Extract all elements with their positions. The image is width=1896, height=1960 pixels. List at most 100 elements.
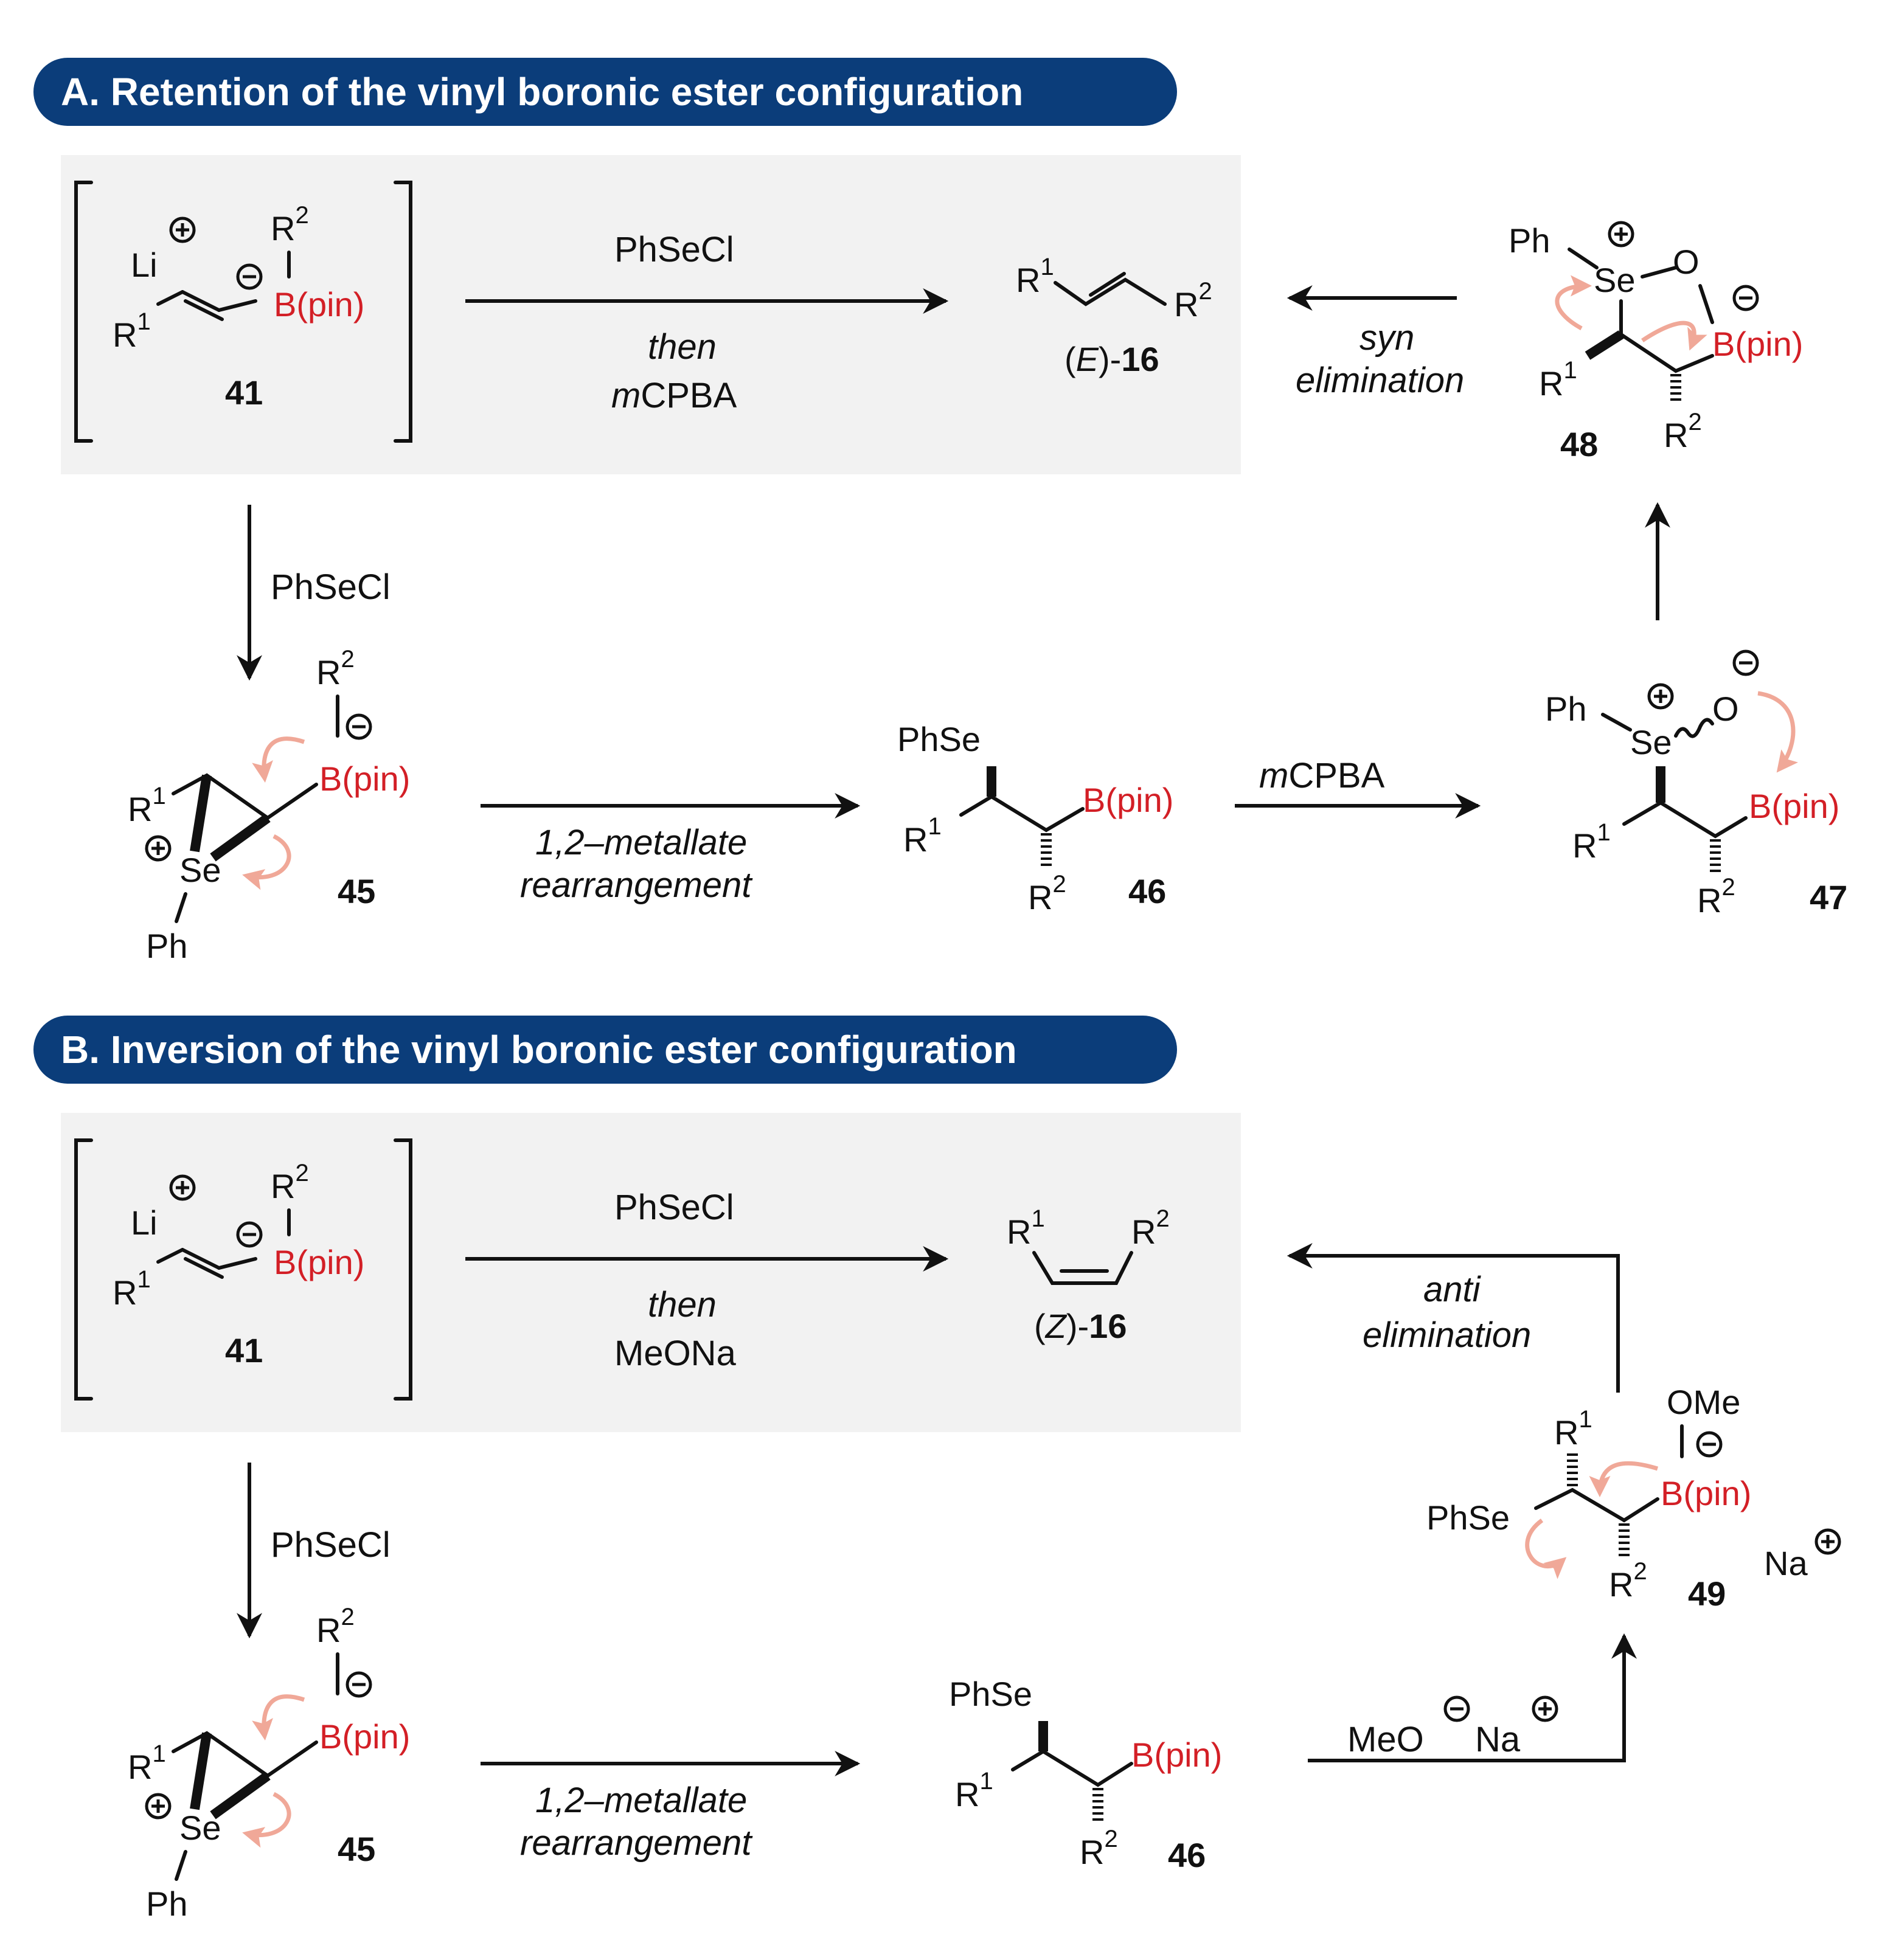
plus-charge-icon <box>1816 1530 1839 1553</box>
compound-number-45: 45 <box>338 872 375 910</box>
reaction-arrow-b-top: PhSeCl then MeONa <box>465 1188 949 1373</box>
condition-meona: MeONa <box>614 1334 737 1373</box>
compound-41-a: Li R1 R2 B(pin) 41 <box>74 181 412 443</box>
reaction-arrow-anti-elimination: anti elimination <box>1287 1243 1620 1393</box>
se-label: Se <box>1630 723 1672 761</box>
se-label: Se <box>179 1809 221 1847</box>
bpin-label: B(pin) <box>274 285 364 324</box>
r1-label: R1 <box>128 1740 166 1786</box>
compound-label-e16: (E)-16 <box>1064 340 1159 378</box>
compound-number-46: 46 <box>1128 872 1166 910</box>
r2-label: R2 <box>1174 278 1212 324</box>
meo-label: MeO <box>1347 1720 1424 1759</box>
reaction-arrow-a-down: PhSeCl <box>237 505 391 681</box>
compound-45-b: R2 B(pin) R1 Se Ph 45 <box>128 1604 410 1923</box>
ph-label: Ph <box>146 1885 188 1923</box>
condition-mcpba: mCPBA <box>611 376 737 415</box>
condition-phsecl: PhSeCl <box>614 230 734 269</box>
minus-charge-icon <box>1445 1697 1468 1720</box>
compound-number-41: 41 <box>225 373 263 412</box>
condition-elimination: elimination <box>1296 361 1464 400</box>
r1-label: R1 <box>113 308 151 354</box>
minus-charge-icon <box>1734 286 1757 310</box>
condition-phsecl: PhSeCl <box>271 1525 391 1565</box>
condition-elimination: elimination <box>1363 1315 1531 1355</box>
minus-charge-icon <box>347 715 370 738</box>
ph-label: Ph <box>1509 221 1550 260</box>
plus-charge-icon <box>1649 685 1672 708</box>
phse-label: PhSe <box>897 720 981 758</box>
bpin-label: B(pin) <box>319 760 410 798</box>
compound-48: Ph Se O B(pin) R1 R2 48 <box>1509 221 1803 463</box>
se-label: Se <box>179 851 221 889</box>
compound-41-b: Li R1 R2 B(pin) 41 <box>74 1138 412 1401</box>
reaction-arrow-a-metallate: 1,2–metallate rearrangement <box>481 793 861 905</box>
ph-label: Ph <box>146 927 188 965</box>
condition-rearrangement: rearrangement <box>520 865 753 905</box>
r1-label: R1 <box>128 783 166 828</box>
condition-rearrangement: rearrangement <box>520 1823 753 1863</box>
r2-label: R2 <box>316 646 355 691</box>
r1-label: R1 <box>903 813 942 859</box>
section-a: A. Retention of the vinyl boronic ester … <box>33 58 1847 965</box>
r2-label: R2 <box>1131 1205 1170 1251</box>
condition-then: then <box>648 327 717 367</box>
bpin-label: B(pin) <box>319 1717 410 1756</box>
compound-e16: R1 R2 (E)-16 <box>1016 254 1212 378</box>
bpin-label: B(pin) <box>1661 1474 1751 1512</box>
condition-phsecl: PhSeCl <box>271 567 391 607</box>
reaction-arrow-syn-elimination: syn elimination <box>1287 285 1464 400</box>
reaction-arrow-mcpba: mCPBA <box>1235 756 1481 819</box>
curly-arrow <box>1555 275 1592 331</box>
section-a-panel <box>61 155 1241 474</box>
curly-arrow <box>252 1694 305 1740</box>
compound-46-b: PhSe B(pin) R1 R2 46 <box>949 1675 1222 1874</box>
phse-label: PhSe <box>949 1675 1032 1713</box>
section-a-title: A. Retention of the vinyl boronic ester … <box>61 70 1023 114</box>
curly-arrow <box>1757 691 1798 773</box>
reaction-arrow-a-top: PhSeCl then mCPBA <box>465 230 949 415</box>
li-label: Li <box>131 1203 158 1242</box>
bpin-label: B(pin) <box>1083 781 1173 819</box>
r1-label: R1 <box>1539 357 1577 403</box>
curly-arrow <box>242 1792 291 1848</box>
r1-label: R1 <box>1572 819 1611 865</box>
r1-label: R1 <box>955 1768 993 1813</box>
minus-charge-icon <box>1698 1433 1721 1456</box>
r1-label: R1 <box>1007 1205 1045 1251</box>
compound-number-47: 47 <box>1810 878 1847 916</box>
r2-label: R2 <box>271 1160 309 1205</box>
section-a-banner <box>33 58 1177 126</box>
curly-arrow <box>252 736 305 783</box>
curly-arrow <box>1589 1461 1659 1497</box>
ph-label: Ph <box>1545 690 1587 728</box>
reaction-arrow-b-metallate: 1,2–metallate rearrangement <box>481 1751 861 1863</box>
compound-45-a: R2 B(pin) R1 Se Ph 45 <box>128 646 410 965</box>
r2-label: R2 <box>1664 409 1702 454</box>
phse-label: PhSe <box>1426 1498 1510 1537</box>
r2-label: R2 <box>1028 871 1066 916</box>
compound-46-a: PhSe B(pin) R1 R2 46 <box>897 720 1173 916</box>
condition-anti: anti <box>1423 1270 1482 1309</box>
o-label: O <box>1712 690 1739 728</box>
plus-charge-icon <box>1610 223 1633 246</box>
na-label: Na <box>1475 1720 1521 1759</box>
r1-label: R1 <box>113 1266 151 1312</box>
condition-mcpba: mCPBA <box>1259 756 1385 795</box>
r2-label: R2 <box>1609 1558 1647 1604</box>
compound-49: OMe B(pin) R1 PhSe R2 49 Na <box>1426 1383 1839 1613</box>
ome-label: OMe <box>1667 1383 1740 1421</box>
bpin-label: B(pin) <box>1131 1736 1222 1774</box>
r2-label: R2 <box>1080 1826 1118 1871</box>
reaction-arrow-b-down: PhSeCl <box>237 1463 391 1639</box>
compound-47: Ph Se O B(pin) R1 R2 47 <box>1545 651 1847 919</box>
minus-charge-icon <box>347 1673 370 1696</box>
section-b-banner <box>33 1016 1177 1084</box>
r1-label: R1 <box>1016 254 1054 299</box>
curly-arrow <box>242 834 291 890</box>
condition-phsecl: PhSeCl <box>614 1188 734 1227</box>
li-label: Li <box>131 246 158 284</box>
compound-number-45: 45 <box>338 1830 375 1868</box>
curly-arrow <box>1641 320 1707 351</box>
na-label: Na <box>1764 1544 1808 1582</box>
